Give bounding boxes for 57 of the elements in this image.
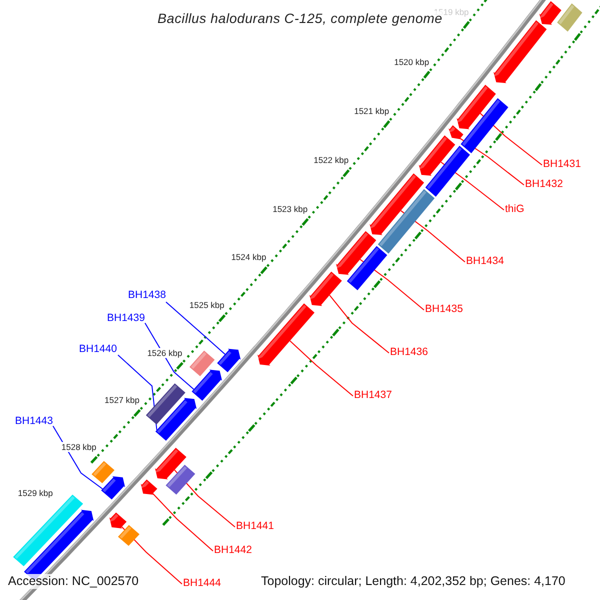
gene-label: BH1432 — [525, 178, 563, 191]
gene-label: thiG — [505, 203, 524, 216]
tick-label: 1528 kbp — [60, 442, 98, 452]
gene-label: BH1444 — [183, 577, 221, 590]
gene-label: BH1434 — [466, 255, 504, 268]
gene-label: BH1439 — [107, 312, 145, 325]
gene-feature — [139, 480, 158, 495]
leader-line — [121, 526, 182, 584]
tick-label: 1523 kbp — [272, 204, 309, 214]
gene-label: BH1440 — [79, 343, 117, 356]
gene-label: BH1443 — [15, 415, 53, 428]
tick-label: 1526 kbp — [146, 348, 184, 358]
tick-label: 1521 kbp — [353, 106, 390, 116]
gene-feature — [378, 189, 435, 254]
gene-feature — [334, 231, 376, 275]
gene-feature — [346, 246, 388, 290]
tick-label: 1527 kbp — [104, 394, 140, 405]
gene-feature — [538, 1, 562, 25]
gene-feature — [146, 383, 186, 424]
gene-feature — [256, 303, 314, 366]
gene-label: BH1441 — [236, 520, 274, 533]
gene-label: BH1435 — [425, 303, 463, 316]
gene-label: BH1431 — [543, 158, 581, 171]
gene-feature — [368, 173, 424, 236]
leader-line — [152, 493, 214, 552]
tick-label: 1522 kbp — [312, 155, 350, 166]
gene-feature — [492, 20, 547, 84]
gene-feature — [155, 398, 197, 441]
gene-feature — [308, 272, 342, 306]
accession-text: Accession: NC_002570 — [8, 574, 139, 589]
gene-feature — [217, 348, 241, 372]
gene-feature — [190, 350, 215, 376]
gene-feature — [448, 125, 464, 140]
gene-label: BH1438 — [128, 289, 166, 302]
tick-label: 1525 kbp — [188, 300, 226, 310]
gene-feature — [192, 370, 222, 401]
gene-feature — [154, 448, 186, 480]
gene-feature — [460, 98, 508, 154]
gene-feature — [455, 84, 496, 130]
gene-feature — [108, 512, 127, 528]
genome-info-text: Topology: circular; Length: 4,202,352 bp; Genes: 4,170 — [261, 574, 566, 589]
gene-label: BH1437 — [354, 389, 392, 402]
gene-feature — [118, 525, 140, 546]
gene-label: BH1442 — [214, 544, 252, 557]
gene-feature — [557, 3, 582, 32]
tick-label: 1529 kbp — [16, 488, 54, 498]
gene-feature — [166, 464, 196, 495]
leader-line — [290, 340, 354, 396]
gene-feature — [425, 146, 470, 197]
tick-label: 1524 kbp — [230, 252, 268, 262]
gene-feature — [101, 476, 126, 500]
gene-feature — [418, 135, 456, 176]
gene-label: BH1436 — [390, 346, 428, 359]
leader-line — [329, 294, 390, 354]
leader-line — [166, 302, 226, 355]
gene-feature — [92, 461, 114, 484]
tick-label: 1520 kbp — [393, 56, 430, 67]
